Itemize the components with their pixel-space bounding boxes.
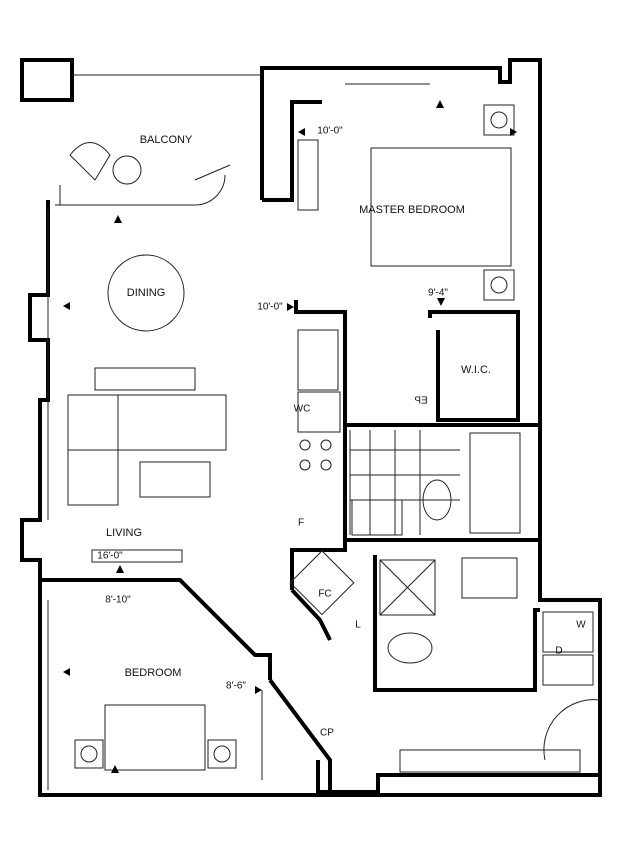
fc-wall — [290, 588, 332, 641]
fixture-linen: L — [355, 619, 361, 631]
fixture-fc: FC — [318, 588, 332, 600]
wic-wall — [428, 310, 520, 422]
room-label-dining: DINING — [126, 287, 166, 299]
bath2-lower-wall — [373, 555, 540, 692]
bedroom-bed — [104, 704, 206, 771]
dim-master-width: 10'-0" — [317, 125, 343, 137]
fixture-cp: CP — [320, 727, 334, 739]
exterior-wall — [20, 58, 602, 797]
room-label-living: LIVING — [105, 527, 143, 539]
room-label-wic: W.I.C. — [461, 364, 491, 376]
room-label-balcony: BALCONY — [139, 134, 193, 146]
bedroom-right-wall — [268, 678, 332, 790]
hall-wall — [316, 760, 600, 794]
fixture-ep: EP — [414, 395, 428, 407]
dim-living-width: 16'-0" — [97, 550, 123, 562]
dim-master-depth: 10'-0" — [257, 301, 283, 313]
dim-bedroom-depth: 8'-10" — [105, 594, 131, 606]
bedroom-top-wall — [40, 578, 272, 680]
fixture-dryer: D — [555, 645, 563, 657]
fixture-fridge: F — [297, 517, 305, 529]
dim-wic: 9'-4" — [428, 287, 448, 299]
room-label-bedroom: BEDROOM — [124, 667, 182, 679]
dimension-arrows — [63, 100, 517, 773]
master-wall-left — [262, 100, 322, 202]
fixture-wc: WC — [293, 403, 311, 415]
dim-bedroom-width: 8'-6" — [226, 680, 246, 692]
structural-column — [20, 58, 74, 102]
fixtures-drawing — [47, 74, 601, 790]
dining-table — [107, 254, 185, 332]
room-label-master-bedroom: MASTER BEDROOM — [359, 204, 465, 216]
kitchen-wall — [290, 300, 347, 590]
fixture-washer: W — [576, 619, 586, 631]
master-bed — [370, 147, 512, 267]
walls — [20, 58, 602, 797]
